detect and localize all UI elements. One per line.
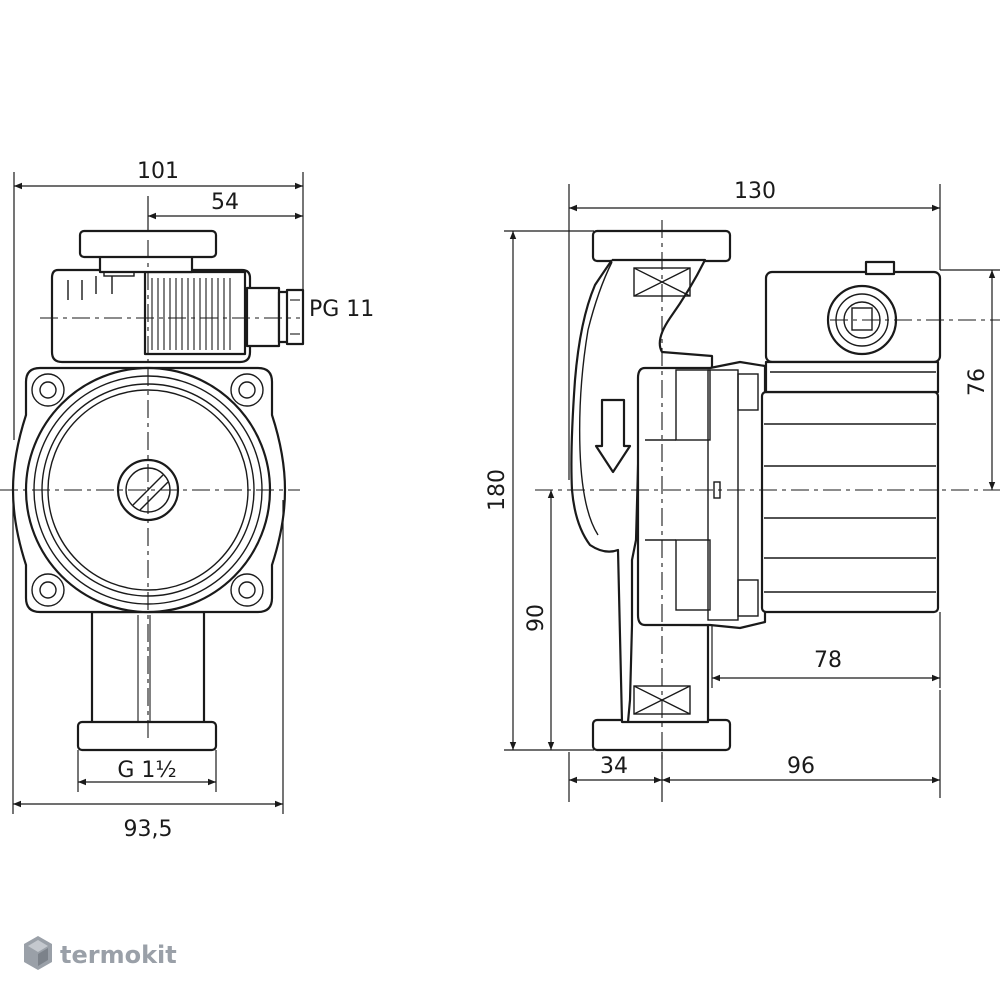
dim-side-right-length: 96	[787, 754, 815, 779]
dim-side-length-total: 130	[734, 179, 776, 204]
front-lower-flange	[76, 720, 218, 752]
side-housing-block	[636, 360, 767, 630]
dim-front-width-right: 54	[211, 190, 239, 215]
dim-side-lower-height: 90	[524, 604, 549, 632]
label-thread-connection: G 1½	[117, 758, 176, 783]
dim-front-body-width: 93,5	[124, 817, 173, 842]
side-terminal-base	[764, 360, 940, 394]
dim-front-width-total: 101	[137, 159, 179, 184]
front-cable-gland	[245, 286, 305, 348]
front-view: 101 54 PG 11 G 1½ 93,5	[0, 159, 374, 842]
dim-side-motor-length: 78	[814, 648, 842, 673]
front-corner-lugs	[31, 373, 264, 607]
termokit-logo: termokit	[24, 936, 177, 970]
logo-text: termokit	[60, 941, 177, 969]
dim-side-motor-height: 76	[965, 368, 990, 396]
dim-side-height-total: 180	[485, 469, 510, 511]
front-cooling-ribs	[151, 278, 231, 350]
front-terminal-cover	[143, 270, 247, 356]
side-flow-arrow-icon	[594, 398, 632, 474]
label-cable-gland: PG 11	[309, 297, 374, 322]
side-view: 130 180 90 76 78 34 96	[485, 179, 1000, 802]
side-motor	[760, 390, 940, 614]
side-terminal-screw	[864, 260, 896, 276]
dim-side-left-offset: 34	[600, 754, 628, 779]
